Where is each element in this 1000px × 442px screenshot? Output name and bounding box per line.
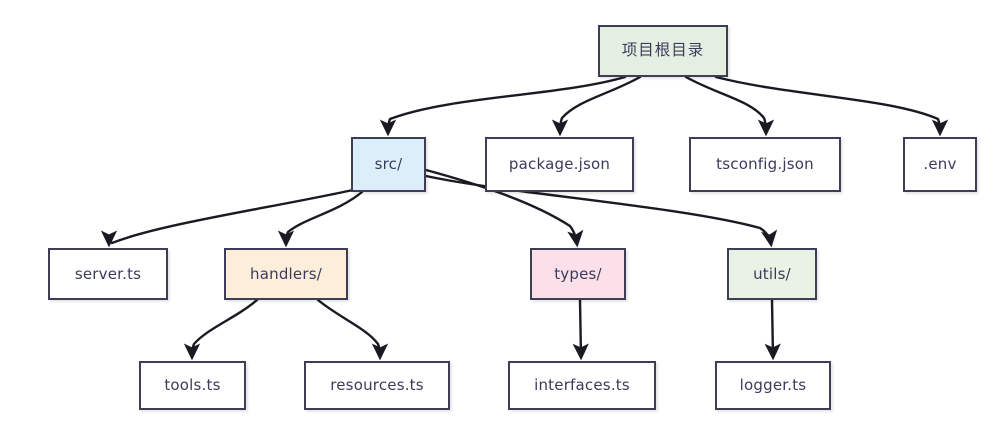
node-label-tsconfig: tsconfig.json	[716, 155, 814, 173]
node-server[interactable]: server.ts	[48, 248, 168, 300]
node-handlers[interactable]: handlers/	[224, 248, 348, 300]
node-utils[interactable]: utils/	[727, 248, 817, 300]
edge-handlers-to-resources	[316, 298, 389, 361]
node-tools[interactable]: tools.ts	[139, 361, 246, 410]
edge-root-to-package	[551, 75, 642, 137]
edge-types-to-interfaces	[572, 298, 589, 361]
node-label-tools: tools.ts	[164, 376, 221, 394]
node-label-server: server.ts	[74, 264, 142, 283]
node-interfaces[interactable]: interfaces.ts	[508, 361, 656, 410]
node-root[interactable]: 项目根目录	[598, 25, 728, 77]
node-label-utils: utils/	[753, 264, 791, 283]
edge-src-to-handlers	[277, 190, 364, 248]
node-label-src: src/	[374, 155, 403, 173]
edges-group	[100, 75, 949, 361]
edge-root-to-src	[379, 75, 627, 137]
edge-root-to-env	[714, 75, 949, 137]
node-env[interactable]: .env	[903, 137, 977, 192]
node-src[interactable]: src/	[351, 137, 426, 192]
node-label-logger: logger.ts	[739, 376, 807, 394]
edge-handlers-to-tools	[183, 298, 259, 361]
edge-src-to-server	[100, 188, 355, 248]
node-label-root: 项目根目录	[621, 41, 705, 60]
node-label-package: package.json	[508, 155, 611, 173]
node-label-handlers: handlers/	[250, 264, 322, 283]
node-tsconfig[interactable]: tsconfig.json	[689, 137, 841, 192]
node-package[interactable]: package.json	[485, 137, 634, 192]
edge-utils-to-logger	[764, 298, 781, 361]
node-label-env: .env	[923, 155, 957, 173]
node-resources[interactable]: resources.ts	[304, 361, 450, 410]
node-label-types: types/	[554, 264, 602, 283]
node-types[interactable]: types/	[530, 248, 626, 300]
edge-root-to-tsconfig	[684, 75, 775, 137]
edge-src-to-types	[424, 168, 584, 248]
node-label-interfaces: interfaces.ts	[534, 376, 630, 394]
node-logger[interactable]: logger.ts	[715, 361, 831, 410]
node-label-resources: resources.ts	[330, 376, 424, 394]
